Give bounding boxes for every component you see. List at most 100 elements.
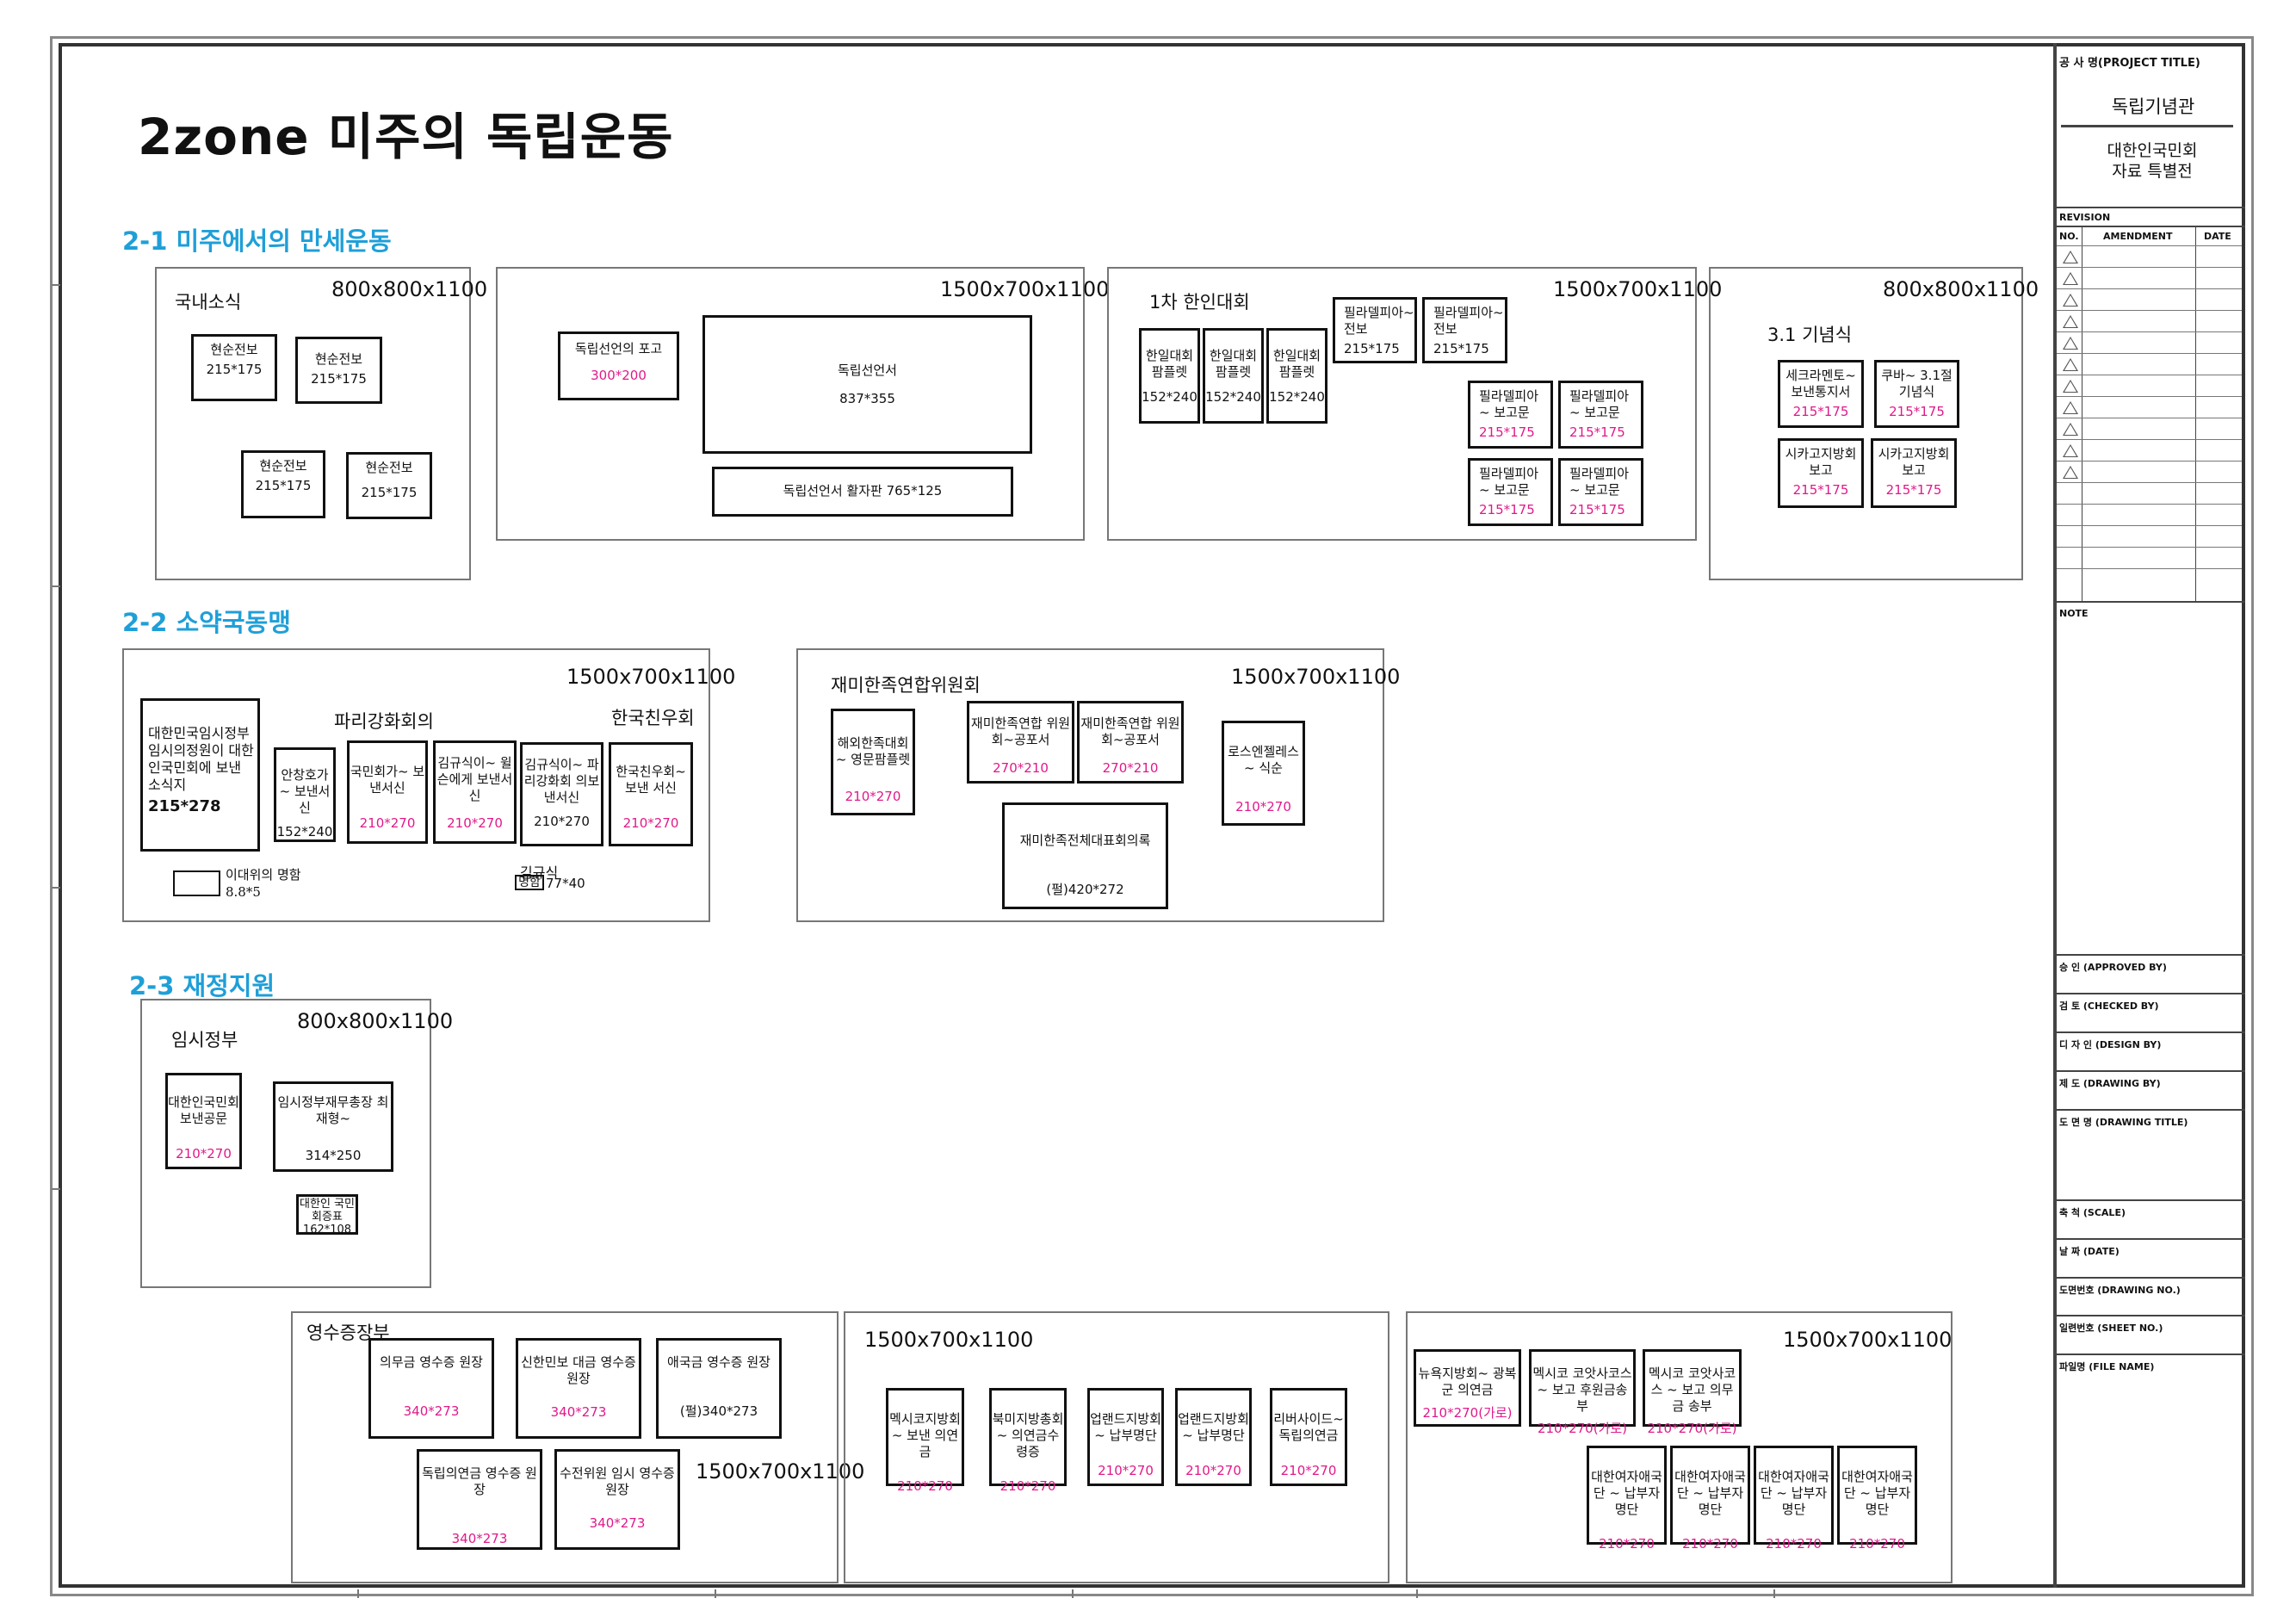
exhibit-item: 임시정부재무총장 최재형~314*250: [273, 1081, 393, 1172]
border-tick: [52, 585, 60, 587]
panel-label: 3.1 기념식: [1767, 325, 1853, 345]
revision-triangle-icon: [2063, 251, 2078, 263]
panel-receipt-ledger: [291, 1311, 839, 1583]
drawing-by-label: 제 도 (DRAWING BY): [2059, 1078, 2161, 1089]
panel-size: 1500x700x1100: [864, 1328, 1034, 1352]
group-label-league-of-friends: 한국친우회: [611, 708, 695, 728]
panel-label: 국내소식: [175, 292, 242, 313]
page-title: 2zone 미주의 독립운동: [138, 108, 674, 166]
panel-size: 1500x700x1100: [566, 665, 736, 689]
revision-row-line: [2057, 288, 2242, 289]
revision-row-line: [2057, 310, 2242, 311]
title-block-rule: [2057, 1070, 2245, 1072]
border-tick: [52, 1188, 60, 1190]
revision-row-line: [2057, 396, 2242, 397]
panel-domestic-news: [155, 267, 471, 580]
title-block-rule: [2057, 226, 2245, 227]
border-tick: [1773, 1589, 1775, 1598]
scale-label: 축 척 (SCALE): [2059, 1207, 2126, 1218]
approved-by-label: 승 인 (APPROVED BY): [2059, 962, 2167, 973]
panel-label: 재미한족연합위원회: [831, 675, 981, 696]
revision-label: REVISION: [2059, 212, 2111, 223]
drawing-title-label: 도 면 명 (DRAWING TITLE): [2059, 1117, 2188, 1128]
revision-triangle-icon: [2063, 315, 2078, 328]
revision-triangle-icon: [2063, 337, 2078, 350]
panel-womens-association: [1406, 1311, 1953, 1583]
section-heading-2-2: 2-2 소약국동맹: [122, 608, 291, 637]
panel-size: 1500x700x1100: [1553, 277, 1723, 301]
project-name: 독립기념관: [2111, 96, 2195, 117]
revision-triangle-icon: [2063, 444, 2078, 457]
kim-name-card-box: 명함: [515, 875, 544, 890]
panel-paris-peace-conference: [122, 648, 710, 922]
revision-triangle-icon: [2063, 401, 2078, 414]
file-name-label: 파일명 (FILE NAME): [2059, 1361, 2155, 1372]
revision-row-line: [2057, 353, 2242, 354]
kim-kyusik-label: 김규식: [520, 864, 559, 881]
exhibit-item: 애국금 영수증 원장(펄)340*273: [656, 1338, 782, 1439]
revision-col-amendment: AMENDMENT: [2103, 231, 2173, 242]
revision-triangle-icon: [2063, 294, 2078, 307]
name-card-box: [173, 870, 220, 896]
project-subtitle-2: 자료 특별전: [2112, 162, 2193, 181]
title-block-rule: [2057, 207, 2245, 208]
title-block-rule: [2057, 1277, 2245, 1279]
panel-size: 800x800x1100: [331, 277, 488, 301]
kim-name-card-size: 77*40: [546, 876, 585, 891]
panel-size: 1500x700x1100: [940, 277, 1110, 301]
panel-march-first-ceremony: [1709, 267, 2023, 580]
panel-korean-congress: [1107, 267, 1697, 541]
sheet-no-label: 일련번호 (SHEET NO.): [2059, 1323, 2163, 1334]
design-by-label: 디 자 인 (DESIGN BY): [2059, 1039, 2162, 1050]
border-tick: [357, 1589, 359, 1598]
panel-label: 임시정부: [171, 1030, 238, 1050]
title-block-rule: [2057, 1031, 2245, 1033]
panel-size: 800x800x1100: [1883, 277, 2039, 301]
revision-col-date: DATE: [2204, 231, 2231, 242]
revision-row-line: [2057, 461, 2242, 462]
outer-frame: [50, 36, 2254, 1596]
revision-row-line: [2057, 245, 2242, 246]
title-block-rule: [2057, 993, 2245, 994]
exhibit-item: 독립선언서 활자판 765*125: [712, 467, 1013, 517]
title-block-rule: [2057, 1315, 2245, 1316]
border-tick: [715, 1589, 716, 1598]
note-label: NOTE: [2059, 608, 2089, 619]
title-block-rule: [2057, 1199, 2245, 1201]
revision-triangle-icon: [2063, 272, 2078, 285]
project-title-label: 공 사 명(PROJECT TITLE): [2059, 57, 2200, 70]
panel-size: 800x800x1100: [297, 1009, 454, 1033]
border-tick: [52, 887, 60, 889]
title-block-rule: [2057, 1354, 2245, 1355]
title-block-divider: [2053, 43, 2057, 1588]
revision-col-divider: [2195, 226, 2196, 601]
